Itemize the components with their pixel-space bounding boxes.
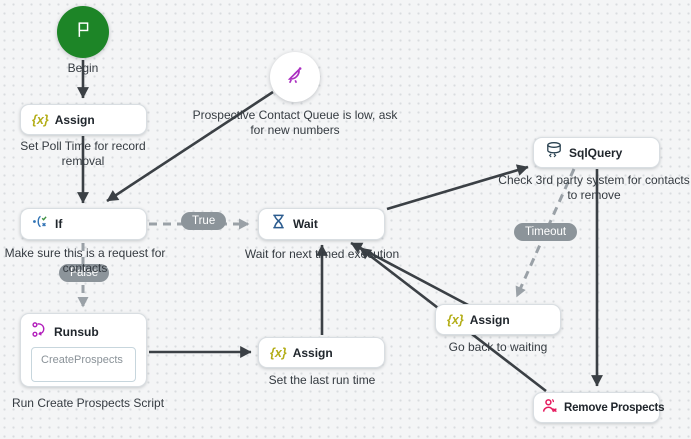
assign-variables-icon: {x} — [32, 112, 49, 127]
node-title: Assign — [469, 312, 510, 327]
edge-wait-to-sqlquery — [386, 164, 529, 211]
assign-back-caption: Go back to waiting — [448, 340, 548, 354]
remove-contact-icon — [542, 397, 559, 419]
subflow-name-box[interactable]: CreateProspects — [31, 347, 136, 382]
runsub-node[interactable]: Runsub CreateProspects — [20, 313, 147, 387]
assign-back-node[interactable]: {x} Assign — [435, 304, 561, 335]
edge-assignback-to-wait — [350, 241, 471, 308]
runsub-caption: Run Create Prospects Script — [11, 396, 165, 410]
flag-icon — [72, 19, 94, 46]
node-title: Runsub — [54, 325, 99, 339]
trigger-caption: Prospective Contact Queue is low, ask fo… — [192, 108, 398, 138]
sqlquery-caption: Check 3rd party system for contacts to r… — [498, 173, 690, 203]
hourglass-icon — [270, 213, 287, 235]
wait-caption: Wait for next timed execution — [244, 247, 400, 261]
path-label-true: True — [181, 212, 227, 230]
node-title: Assign — [54, 112, 95, 127]
path-label-timeout: Timeout — [514, 223, 578, 241]
remove-prospects-node[interactable]: Remove Prospects — [533, 392, 665, 423]
node-title: Wait — [293, 217, 318, 231]
node-title: If — [55, 217, 63, 231]
subroutine-icon — [31, 321, 48, 343]
path-label-false: False — [59, 264, 110, 282]
decision-branch-icon — [32, 213, 49, 235]
begin-node[interactable] — [57, 6, 109, 58]
assign-poll-caption: Set Poll Time for record removal — [20, 139, 146, 169]
assign-last-node[interactable]: {x} Assign — [258, 337, 385, 368]
database-icon — [545, 141, 563, 164]
sqlquery-node[interactable]: SqlQuery — [533, 137, 660, 168]
trigger-node[interactable] — [270, 52, 320, 102]
if-node[interactable]: If — [20, 208, 147, 240]
wait-node[interactable]: Wait — [258, 208, 385, 240]
begin-label: Begin — [67, 61, 99, 75]
assign-variables-icon: {x} — [270, 345, 287, 360]
node-title: Assign — [292, 345, 333, 360]
node-title: Remove Prospects — [564, 401, 665, 414]
satellite-dish-icon — [285, 65, 305, 90]
assign-variables-icon: {x} — [447, 312, 464, 327]
assign-last-caption: Set the last run time — [268, 373, 376, 387]
node-title: SqlQuery — [569, 145, 623, 160]
assign-poll-node[interactable]: {x} Assign — [20, 104, 147, 135]
